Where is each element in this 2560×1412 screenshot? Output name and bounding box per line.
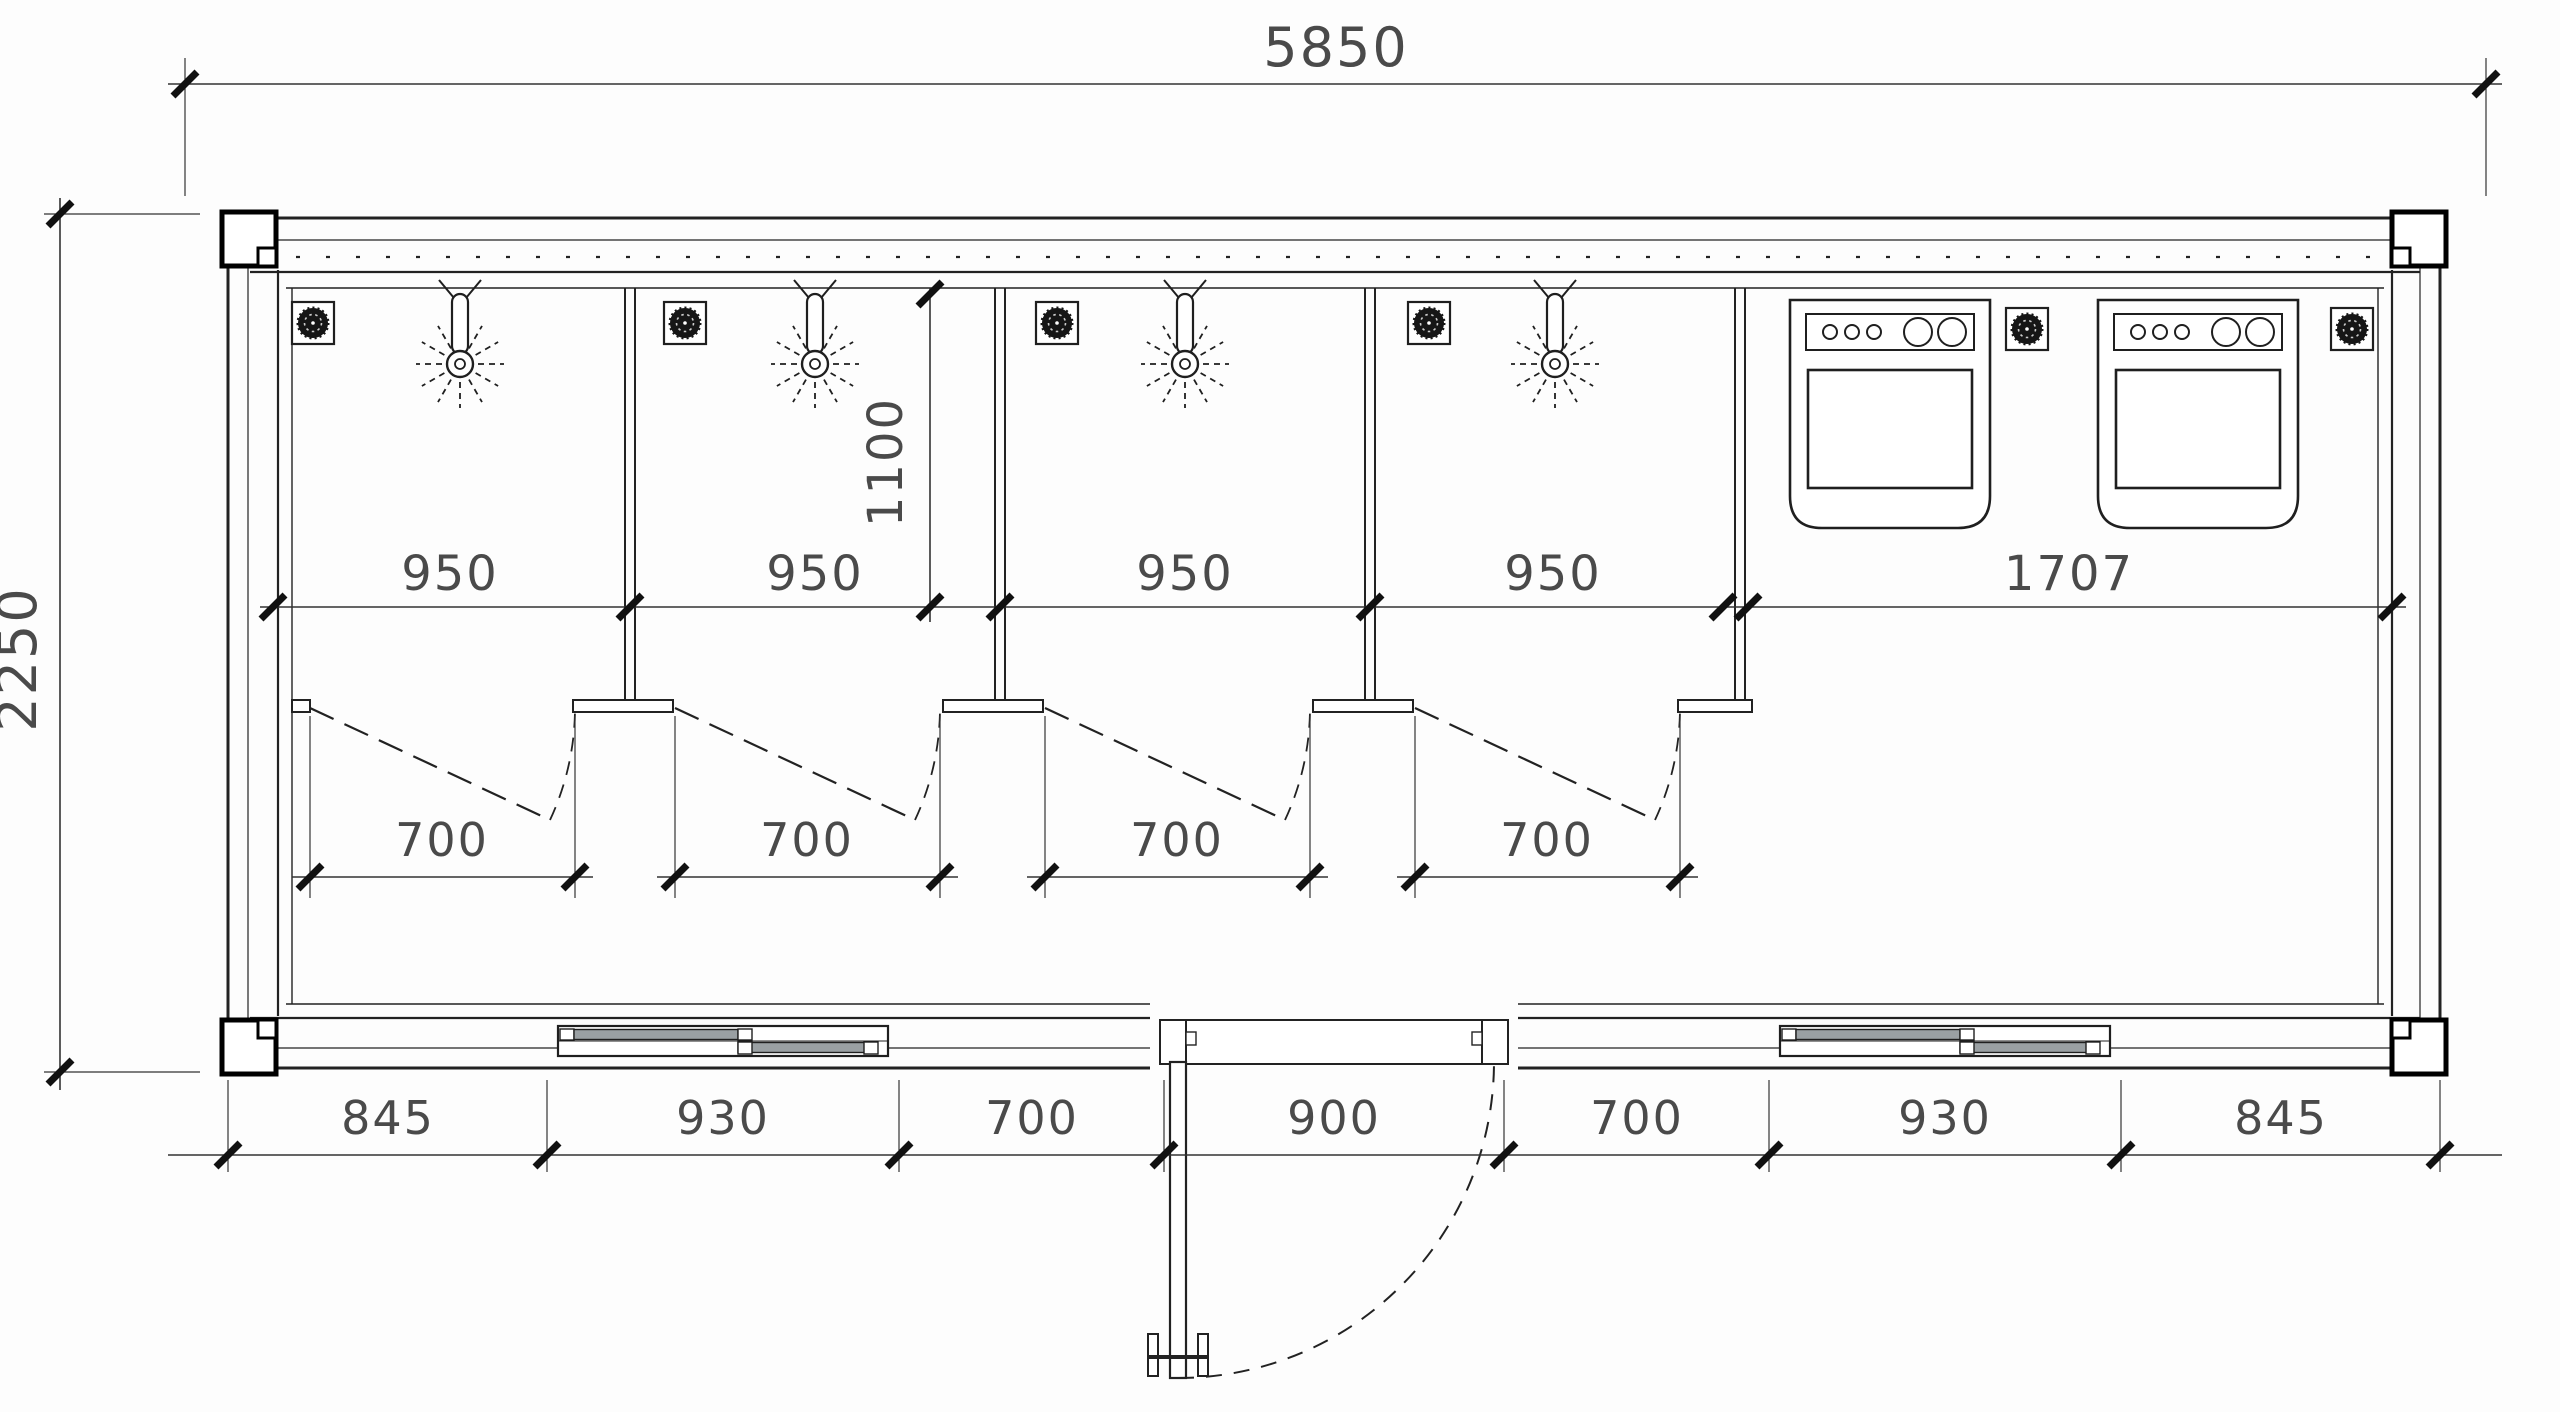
dimension-overall-width: 5850 (168, 16, 2502, 196)
sliding-window-icon (556, 1024, 890, 1058)
shower-head-icon (769, 278, 861, 410)
entry-door-swing-arc (1177, 1061, 1495, 1379)
swing-door-icon (1044, 707, 1311, 821)
dim-bottom-7: 845 (2234, 1091, 2328, 1145)
floor-drain-icon (662, 300, 708, 346)
shower-head-icon (1139, 278, 1231, 410)
dim-stall-width-3: 950 (1136, 546, 1234, 602)
dim-bottom-1: 845 (341, 1091, 435, 1145)
dim-bottom-3: 700 (985, 1091, 1079, 1145)
shower-head-icon (1509, 278, 1601, 410)
exterior-walls (226, 216, 2442, 1070)
corner-casting-icon (222, 212, 276, 266)
dim-bottom-5: 700 (1590, 1091, 1684, 1145)
dim-bottom-6: 930 (1898, 1091, 1992, 1145)
sliding-window-icon (1778, 1024, 2112, 1058)
dim-overall-width-label: 5850 (1263, 16, 1408, 79)
dimension-stall-depth: 1100 (858, 282, 942, 622)
dim-stall-depth-label: 1100 (858, 397, 914, 527)
entry-door-leaf (1168, 1060, 1188, 1380)
stall-front-stub-walls (291, 699, 1753, 713)
swing-door-icon (674, 707, 941, 821)
entry-door (1147, 1000, 1518, 1380)
shower-head-icon (414, 278, 506, 410)
door-jamb (1481, 1019, 1509, 1065)
floor-drain-icon (2004, 306, 2050, 352)
stall-partitions (624, 288, 1746, 702)
dimension-door-widths: 700 700 700 700 (292, 716, 1698, 898)
corner-casting-icon (2392, 212, 2446, 266)
floor-drain-icon (290, 300, 336, 346)
dim-stall-width-4: 950 (1504, 546, 1602, 602)
swing-door-icon (1414, 707, 1681, 821)
dim-bottom-4: 900 (1287, 1091, 1381, 1145)
dimension-stall-widths: 950 950 950 950 1707 (260, 546, 2406, 619)
dim-door-width-2: 700 (760, 813, 854, 867)
corner-casting-icon (222, 1020, 276, 1074)
dimension-bottom-segments: 845 930 700 900 700 930 845 (168, 1080, 2502, 1172)
dim-door-width-4: 700 (1500, 813, 1594, 867)
entry-door-handle (1147, 1333, 1209, 1377)
corner-casting-icon (2392, 1020, 2446, 1074)
dim-stall-width-1: 950 (401, 546, 499, 602)
floor-drain-icon (2329, 306, 2375, 352)
floor-drain-icon (1034, 300, 1080, 346)
floor-drain-icon (1406, 300, 1452, 346)
washing-machine-icon (2096, 298, 2300, 530)
dim-door-width-1: 700 (395, 813, 489, 867)
door-jamb (1159, 1019, 1187, 1065)
dim-overall-depth-label: 2250 (0, 586, 49, 731)
dimension-overall-depth: 2250 (0, 198, 200, 1090)
dim-stall-width-2: 950 (766, 546, 864, 602)
dim-door-width-3: 700 (1130, 813, 1224, 867)
stall-doors (309, 707, 1681, 821)
washing-machine-icon (1788, 298, 1992, 530)
swing-door-icon (309, 707, 576, 821)
dim-laundry-width: 1707 (2004, 546, 2134, 602)
dim-bottom-2: 930 (676, 1091, 770, 1145)
